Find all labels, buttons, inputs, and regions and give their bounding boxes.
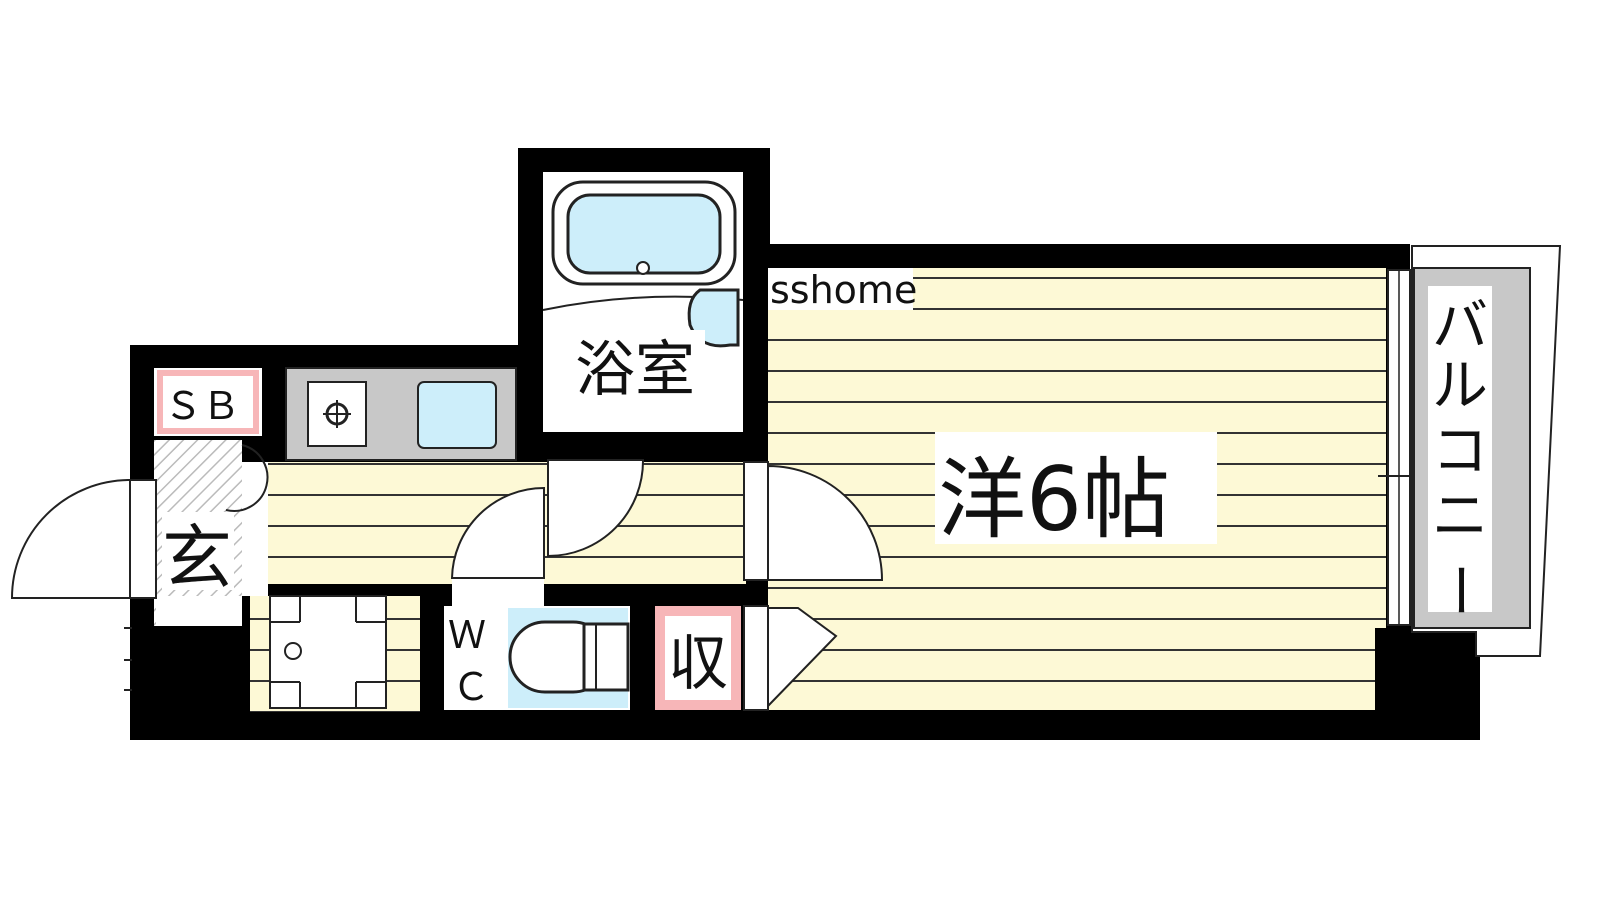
toilet-label-w: Ｗ bbox=[448, 613, 486, 657]
room-door-swing bbox=[767, 464, 884, 581]
balcony-char-2: ル bbox=[1432, 354, 1488, 419]
storage-label: 収 bbox=[668, 629, 728, 699]
balcony-char-5: ー bbox=[1426, 562, 1491, 618]
watermark-label: sshome bbox=[770, 268, 917, 312]
toilet-label-c: Ｃ bbox=[452, 665, 490, 709]
bath-label: 浴室 bbox=[575, 335, 695, 405]
balcony-char-3: コ bbox=[1432, 419, 1488, 484]
entrance-label: 玄 bbox=[162, 517, 232, 599]
western-room-label: 洋6帖 bbox=[938, 448, 1170, 551]
toilet-door-swing bbox=[450, 486, 545, 579]
shoe-box-label: ＳＢ bbox=[164, 384, 240, 428]
bath-door-swing bbox=[547, 459, 645, 558]
balcony-label: バ ル コ ニ ー bbox=[1426, 294, 1491, 618]
balcony-char-4: ニ bbox=[1432, 484, 1488, 549]
entrance-door-swing bbox=[10, 479, 131, 599]
storage-door bbox=[767, 607, 838, 709]
balcony-char-1: バ bbox=[1432, 294, 1488, 359]
sink bbox=[417, 381, 497, 449]
